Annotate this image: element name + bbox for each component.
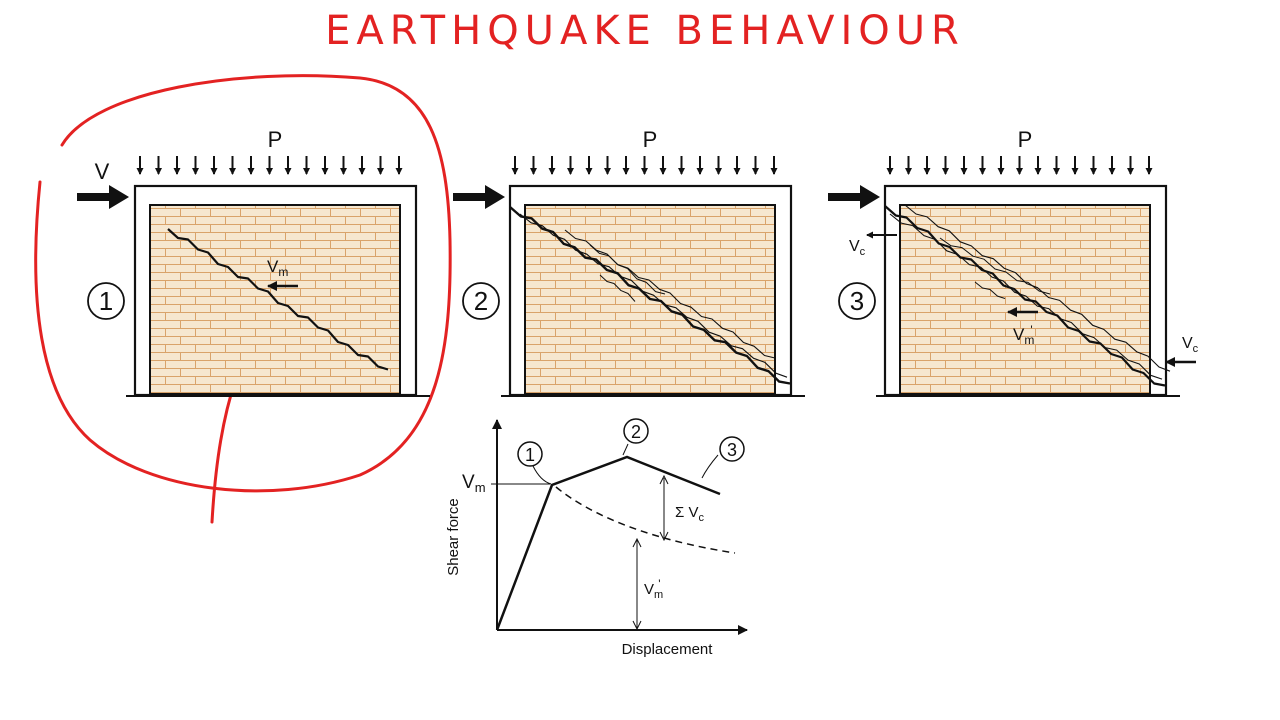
load-arrows: [136, 156, 403, 175]
right-arrow-icon: [77, 185, 129, 209]
graph-sum-vc-label: Σ Vc: [675, 504, 704, 524]
shear-label: V: [95, 159, 110, 184]
panel-number: 1: [87, 282, 125, 320]
marker-3-leader: [701, 454, 719, 479]
graph-marker-2: 2: [623, 418, 649, 444]
panel-number: 2: [462, 282, 500, 320]
page-title: EARTHQUAKE BEHAVIOUR: [325, 8, 965, 54]
brick-infill: [899, 204, 1151, 395]
svg-text:3: 3: [727, 440, 737, 460]
graph-vm-prime-label: Vm': [644, 577, 663, 601]
residual-curve: [555, 486, 736, 554]
load-arrows: [886, 156, 1153, 175]
force-label: Vm: [267, 257, 288, 279]
svg-text:1: 1: [525, 445, 535, 465]
marker-1-leader: [532, 465, 552, 485]
svg-text:2: 2: [631, 422, 641, 442]
crack-pattern: [884, 204, 1171, 387]
graph-vm-label: Vm: [462, 472, 486, 495]
load-arrows: [511, 156, 778, 175]
marker-2-leader: [622, 443, 629, 456]
force-label: Vm': [1013, 323, 1034, 347]
svg-text:1: 1: [99, 286, 113, 316]
graph-x-label: Displacement: [622, 641, 714, 658]
right-arrow-icon: [453, 185, 505, 209]
shear-displacement-graph: 1 2 3 Vm Σ Vc Vm' Shear force Displaceme…: [445, 418, 748, 658]
crack-pattern: [509, 206, 791, 385]
graph-marker-1: 1: [517, 441, 543, 467]
graph-y-label: Shear force: [445, 498, 462, 576]
wall-panel-2: P2: [453, 127, 805, 397]
vc-label-left: Vc: [849, 238, 866, 258]
capacity-curve: [495, 455, 721, 631]
panel-number: 3: [838, 282, 876, 320]
right-arrow-icon: [828, 185, 880, 209]
graph-marker-3: 3: [719, 436, 745, 462]
wall-panel-1: P V 1 Vm: [77, 127, 430, 397]
crack-pattern: [167, 228, 389, 371]
load-label: P: [1018, 127, 1033, 152]
load-label: P: [643, 127, 658, 152]
annotation-circle: [34, 74, 452, 493]
svg-text:2: 2: [474, 286, 488, 316]
load-label: P: [268, 127, 283, 152]
svg-text:3: 3: [850, 286, 864, 316]
vc-label-right: Vc: [1182, 335, 1199, 355]
